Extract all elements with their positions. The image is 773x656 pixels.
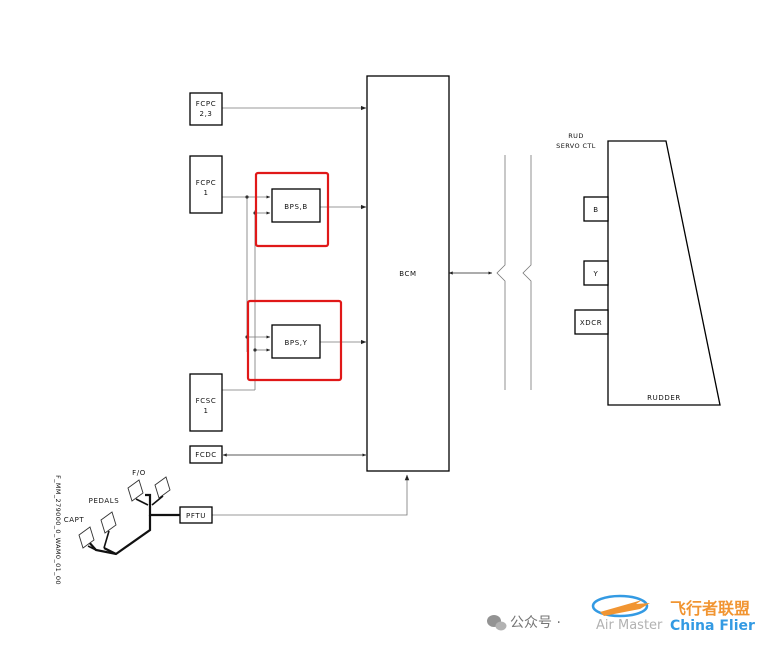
fcsc1-label-1: FCSC [196, 397, 217, 405]
junction-dot [245, 195, 249, 199]
pftu-label: PFTU [186, 512, 206, 520]
wire-pftu-bcm [212, 474, 410, 516]
highlight-bps-b [254, 171, 330, 248]
wechat-icon [487, 615, 507, 631]
break-line-right [522, 155, 532, 390]
bps-b-label: BPS,B [284, 203, 308, 211]
fcpc23-label-1: FCPC [196, 100, 216, 108]
fcpc1-label-2: 1 [203, 189, 208, 197]
bps-y-label: BPS,Y [285, 339, 308, 347]
rud-servo-label-1: RUD [568, 132, 583, 140]
fo-label: F/O [132, 469, 146, 477]
servo-b-box [583, 196, 609, 222]
capt-pedal-left [78, 526, 95, 549]
fo-pedal-right [154, 476, 171, 499]
brand-en-label: China Flier [670, 618, 755, 634]
fcpc23-label-2: 2,3 [200, 110, 213, 118]
bcm-label: BCM [399, 270, 416, 278]
xdcr-label: XDCR [580, 319, 602, 327]
servo-b-label: B [593, 206, 598, 214]
watermark: 公众号 · Air Master 飞行者联盟 China Flier [487, 594, 755, 634]
junction-dot [253, 348, 257, 352]
bcm-box: BCM [366, 75, 450, 472]
fcpc1-label-1: FCPC [196, 179, 216, 187]
bps-y-box: BPS,Y [271, 324, 321, 359]
linkage-capt [103, 547, 117, 555]
linkage-fo [145, 493, 180, 517]
figure-id: F_MM_279000_0_WAM0_01_00 [54, 475, 62, 585]
servo-y-label: Y [593, 270, 599, 278]
fcpc1-box: FCPC 1 [189, 155, 223, 214]
fcsc1-label-2: 1 [203, 407, 208, 415]
fcdc-label: FCDC [195, 451, 217, 459]
linkage-main [86, 515, 152, 556]
capt-pedal-right [100, 511, 117, 534]
fcpc23-box: FCPC 2,3 [189, 92, 223, 126]
pftu-box: PFTU [179, 506, 213, 524]
pedals-assembly: PEDALS F/O CAPT [64, 469, 180, 556]
airmaster-logo-icon [591, 594, 650, 618]
fo-pedal-left [127, 479, 144, 502]
bps-b-box: BPS,B [271, 188, 321, 223]
break-line-left [496, 155, 506, 390]
rudder-servo-assembly: RUD SERVO CTL RUDDER B Y XDCR [556, 132, 721, 406]
capt-label: CAPT [64, 516, 85, 524]
highlight-bps-y [246, 299, 343, 382]
wechat-label: 公众号 · [510, 615, 561, 631]
rudder-label: RUDDER [647, 394, 681, 402]
servo-y-box [583, 260, 609, 286]
fcdc-box: FCDC [189, 445, 223, 464]
fcsc1-box: FCSC 1 [189, 373, 223, 432]
rudder-surface [607, 140, 721, 406]
airmaster-label: Air Master [596, 618, 663, 633]
brand-cn-label: 飞行者联盟 [670, 599, 750, 618]
xdcr-box [574, 309, 609, 335]
rud-servo-label-2: SERVO CTL [556, 142, 596, 150]
pedals-label: PEDALS [89, 497, 120, 505]
